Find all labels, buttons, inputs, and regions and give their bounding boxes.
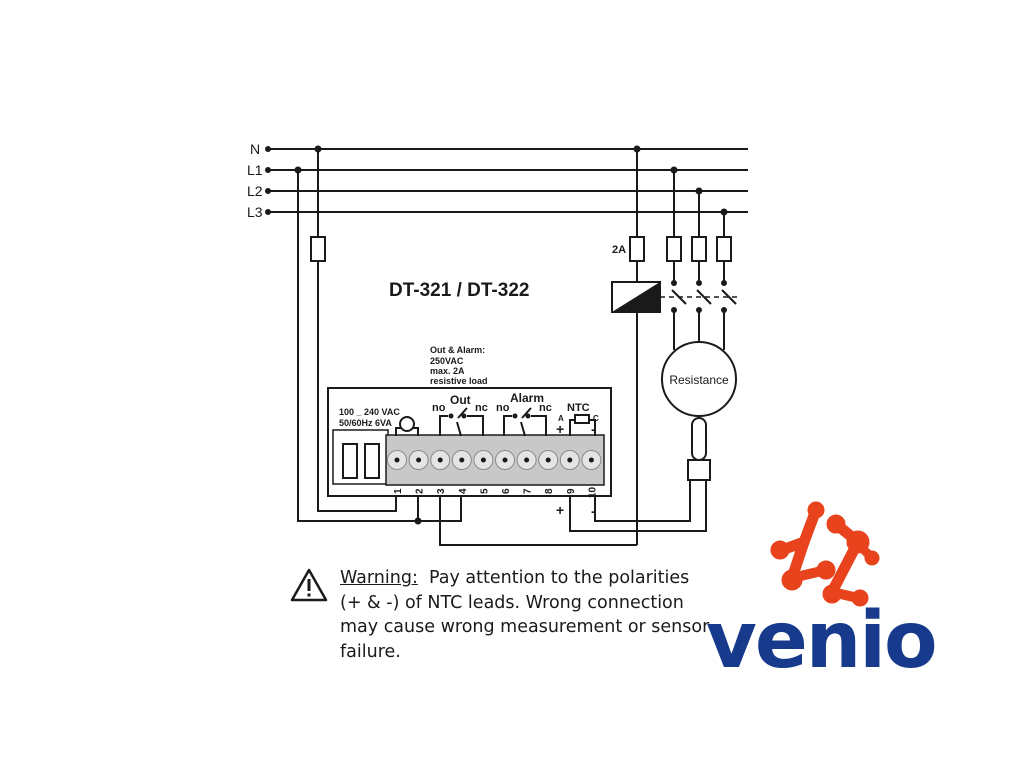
terminal-screw-dot [502,457,508,463]
relay-note-3: max. 2A [430,366,465,376]
ntc-label: NTC [567,402,590,414]
venio-logo-mark [770,501,880,607]
terminal-screw-dot [588,457,594,463]
contact-3 [721,289,737,305]
terminal-screw-dot [524,457,530,463]
alarm-contact [520,421,526,437]
terminal-screw-dot [416,457,422,463]
ntc-minus-bottom: - [591,503,596,519]
out-nc-label: nc [475,402,488,414]
warning-text-1: Pay attention to the polarities [429,568,690,588]
jumper-2-3 [418,497,441,522]
terminal-number: 10 [587,486,598,498]
label-l2: L2 [247,183,263,199]
warning-text-3: may cause wrong measurement or sensor [340,617,710,637]
wire-probe-term9 [569,480,707,532]
ntc-c-label: C [593,414,599,423]
alarm-nc-label: nc [539,402,552,414]
terminal-number: 8 [544,488,555,494]
ntc-plus-bottom: + [556,502,564,518]
fuse-n [310,236,326,262]
terminal-numbers: 1 2 3 4 5 6 7 8 9 10 [393,486,598,498]
wire-term4 [439,497,637,546]
ntc-minus-top: - [591,421,596,437]
probe-sleeve [687,459,711,481]
label-l3: L3 [247,204,263,220]
terminal-screw-dot [480,457,486,463]
relay-note-2: 250VAC [430,356,464,366]
fuse-2a [629,236,645,262]
wire-l1-term2 [297,170,419,522]
out-label: Out [450,393,471,407]
supply-symbol [399,416,415,432]
fuse-l2 [691,236,707,262]
terminal-screw-dot [567,457,573,463]
diagram-title: DT-321 / DT-322 [389,280,529,301]
terminal-number: 5 [479,488,490,494]
terminal-screw-dot [459,457,465,463]
ntc-symbol [574,414,590,424]
venio-logo-text: venio [706,596,938,686]
terminal-screw-dot [394,457,400,463]
ntc-probe [691,417,707,461]
resistance-load [661,341,737,417]
ntc-plus-top: + [556,421,564,437]
fuse-l1 [666,236,682,262]
ntc-a-label: A [558,414,564,423]
warning-text-4: failure. [340,641,401,662]
out-contact [456,421,462,437]
relay-note-4: resistive load [430,376,488,386]
terminal-number: 9 [566,488,577,494]
coil-fill [612,282,660,312]
warning-note: Warning: Pay attention to the polarities… [290,566,730,664]
terminal-screws [387,450,602,470]
terminal-number: 7 [523,488,534,494]
warning-text-2: (+ & -) of NTC leads. Wrong connection [340,592,684,613]
terminal-number: 4 [458,488,469,494]
supply-voltage: 100 _ 240 VAC [339,407,400,417]
supply-frequency: 50/60Hz 6VA [339,418,392,428]
relay-note-1: Out & Alarm: [430,345,485,355]
wire-n-term1 [317,261,397,512]
fuse-l3 [716,236,732,262]
fuse-rating: 2A [612,244,626,256]
label-l1: L1 [247,162,263,178]
alarm-no-label: no [496,402,510,414]
contact-2 [696,289,712,305]
label-n: N [250,141,260,157]
wire-probe-term10 [594,480,691,522]
resistance-label: Resistance [669,373,729,387]
terminal-screw-dot [545,457,551,463]
terminal-number: 3 [436,488,447,494]
warning-heading: Warning: [340,568,418,588]
alarm-label: Alarm [510,391,544,405]
terminal-screw-dot [437,457,443,463]
terminal-number: 1 [393,488,404,494]
out-no-label: no [432,402,446,414]
terminal-number: 6 [501,488,512,494]
warning-icon [290,568,328,602]
terminal-number: 2 [415,488,426,494]
